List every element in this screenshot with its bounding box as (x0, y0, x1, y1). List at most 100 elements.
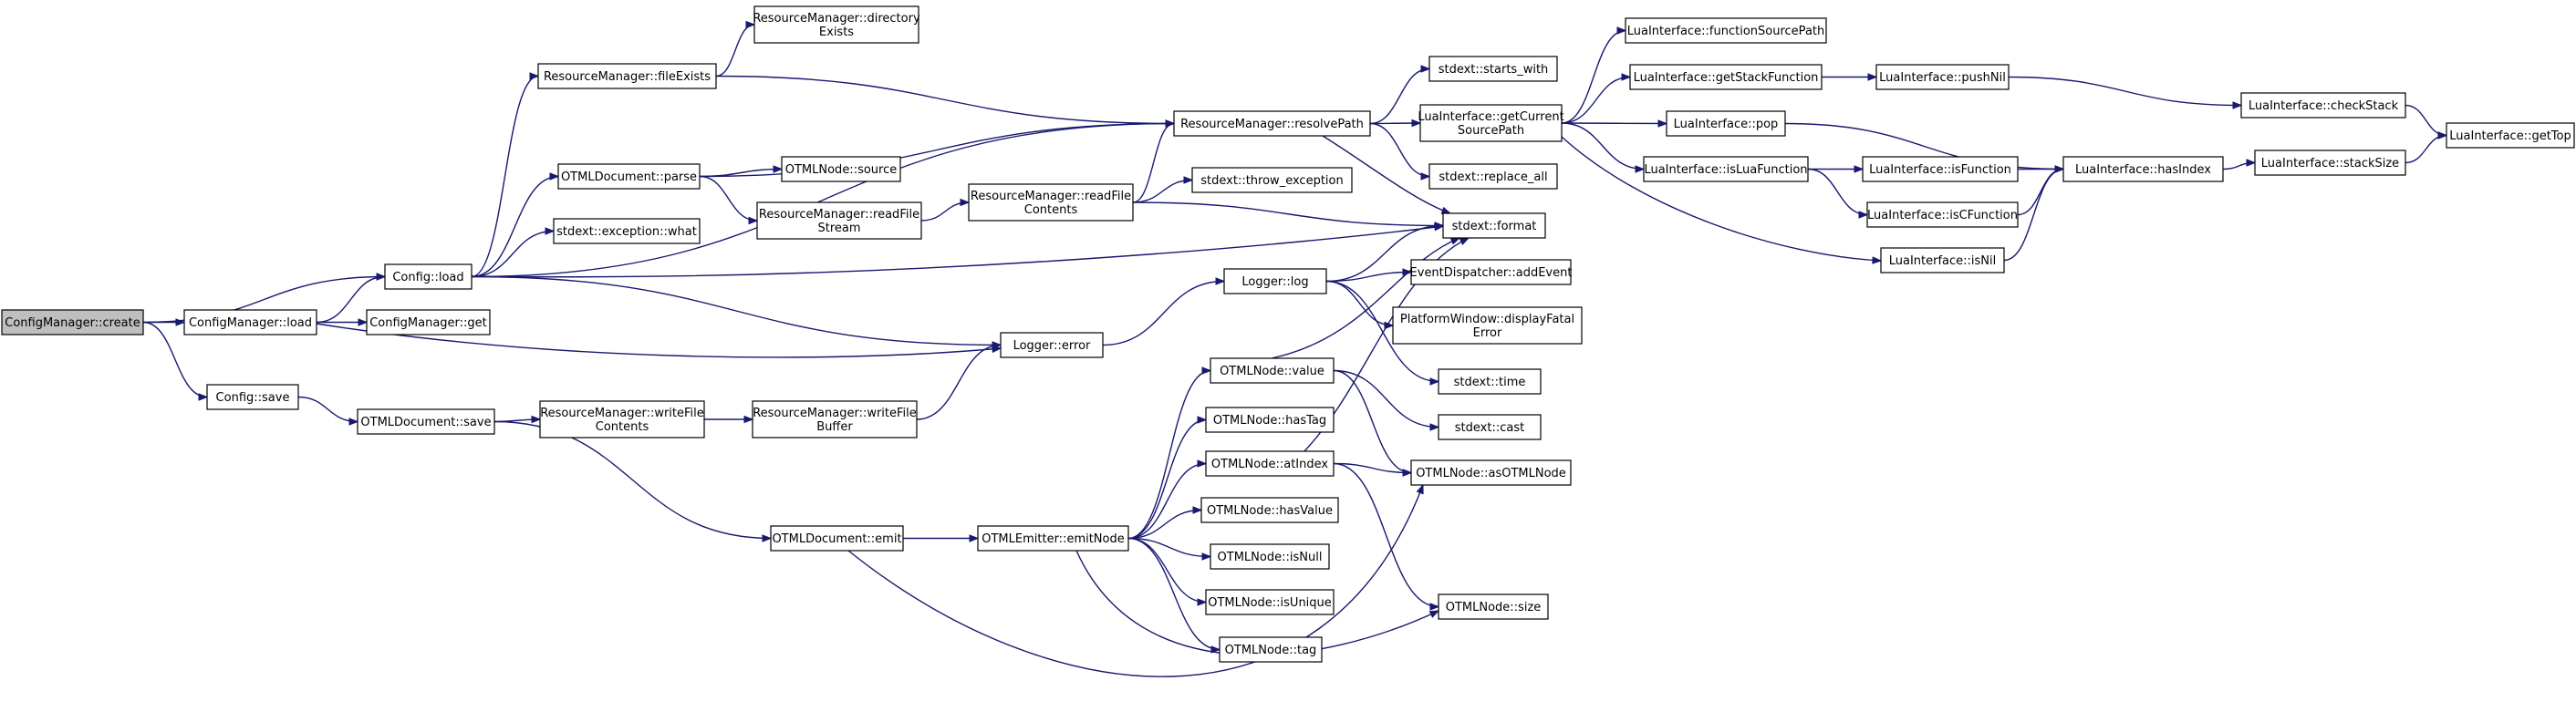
node-stdext-cast[interactable]: stdext::cast (1438, 414, 1542, 440)
node-label: OTMLNode::hasTag (1213, 414, 1326, 428)
node-otmlnode-hasvalue[interactable]: OTMLNode::hasValue (1200, 497, 1339, 523)
node-otmlnode-isunique[interactable]: OTMLNode::isUnique (1205, 589, 1335, 615)
node-rm-resolvepath[interactable]: ResourceManager::resolvePath (1173, 110, 1371, 137)
node-stdext-time[interactable]: stdext::time (1438, 368, 1542, 395)
edge-line (1127, 418, 1207, 540)
edge-line (1102, 280, 1225, 346)
node-otmlnode-value[interactable]: OTMLNode::value (1210, 357, 1335, 384)
edge-otmlemitter-emitnode-to-otmlnode-tag (1127, 537, 1221, 654)
edge-configmanager-load-to-config-load (316, 273, 387, 324)
node-lua-pop[interactable]: LuaInterface::pop (1666, 110, 1786, 137)
node-box (968, 183, 1134, 222)
node-lua-getstackfunction[interactable]: LuaInterface::getStackFunction (1629, 64, 1823, 90)
node-label: ResourceManager::readFile (759, 208, 919, 222)
edge-otmldoc-parse-to-rm-resolvepath (699, 119, 1176, 178)
node-stdext-starts-with[interactable]: stdext::starts_with (1428, 56, 1558, 82)
node-config-load[interactable]: Config::load (384, 263, 473, 290)
edge-arrowhead (1854, 165, 1864, 173)
node-otmlnode-isnull[interactable]: OTMLNode::isNull (1210, 543, 1330, 570)
node-otmlnode-atindex[interactable]: OTMLNode::atIndex (1205, 450, 1335, 477)
node-otmlnode-asotmlnode[interactable]: OTMLNode::asOTMLNode (1410, 459, 1572, 486)
edge-arrowhead (1429, 423, 1440, 431)
edge-line (2405, 104, 2447, 137)
edge-line (1132, 122, 1175, 203)
node-logger-error[interactable]: Logger::error (1000, 332, 1104, 358)
node-otmldoc-parse[interactable]: OTMLDocument::parse (557, 163, 701, 190)
node-otmlemitter-emitnode[interactable]: OTMLEmitter::emitNode (977, 525, 1129, 552)
edge-otmldoc-save-to-otmldoc-emit (493, 420, 773, 542)
node-box (206, 384, 299, 410)
node-label: LuaInterface::pop (1674, 118, 1779, 131)
node-stdext-format[interactable]: stdext::format (1442, 212, 1546, 239)
edge-arrowhead (1197, 416, 1208, 424)
edge-arrowhead (2232, 101, 2243, 109)
node-otmldoc-save[interactable]: OTMLDocument::save (357, 408, 495, 435)
node-stdext-throw-exception[interactable]: stdext::throw_exception (1191, 167, 1353, 193)
edge-arrowhead (1440, 206, 1452, 214)
node-config-save[interactable]: Config::save (206, 384, 299, 410)
node-configmanager-load[interactable]: ConfigManager::load (183, 309, 317, 335)
edge-lua-getcurrentsourcepath-to-lua-isluafunction (1561, 122, 1646, 173)
node-label: OTMLNode::hasValue (1207, 504, 1333, 518)
edge-arrowhead (348, 418, 359, 426)
node-lua-iscfunction[interactable]: LuaInterface::isCFunction (1866, 201, 2019, 228)
node-lua-hasindex[interactable]: LuaInterface::hasIndex (2062, 156, 2224, 182)
node-configmanager-get[interactable]: ConfigManager::get (366, 309, 491, 335)
edge-line (847, 484, 1424, 677)
edge-lua-stacksize-to-lua-gettop (2405, 131, 2448, 164)
edge-arrowhead (1201, 552, 1212, 561)
node-lua-stacksize[interactable]: LuaInterface::stackSize (2254, 150, 2406, 176)
edge-line (1561, 76, 1631, 124)
node-stdext-exception-what[interactable]: stdext::exception::what (553, 218, 701, 244)
edge-otmlemitter-emitnode-to-otmlnode-isunique (1127, 537, 1208, 606)
node-box (539, 400, 705, 439)
node-label: Contents (1024, 203, 1078, 217)
edge-arrowhead (1420, 172, 1431, 181)
edge-otmlemitter-emitnode-to-otmlnode-hasvalue (1127, 506, 1203, 540)
node-label: OTMLDocument::parse (561, 170, 697, 184)
node-lua-gettop[interactable]: LuaInterface::getTop (2446, 122, 2575, 149)
node-rm-fileexists[interactable]: ResourceManager::fileExists (537, 63, 717, 89)
node-lua-pushnil[interactable]: LuaInterface::pushNil (1875, 64, 2010, 90)
nodes-layer: ConfigManager::create ConfigManager::load… (1, 5, 2575, 663)
node-label: Stream (817, 222, 860, 235)
edge-line (1325, 224, 1444, 283)
edge-arrowhead (376, 273, 387, 281)
edge-line (142, 321, 208, 398)
edge-arrowhead (1867, 73, 1878, 81)
edge-otmlnode-value-to-stdext-format (1271, 237, 1461, 359)
edge-line (1127, 462, 1207, 540)
node-label: ConfigManager::get (369, 316, 487, 330)
node-otmldoc-emit[interactable]: OTMLDocument::emit (770, 525, 904, 552)
node-otmlnode-tag[interactable]: OTMLNode::tag (1219, 636, 1323, 663)
node-logger-log[interactable]: Logger::log (1223, 268, 1327, 294)
node-label: ResourceManager::readFile (971, 190, 1131, 203)
node-lua-checkstack[interactable]: LuaInterface::checkStack (2240, 92, 2406, 119)
node-lua-isluafunction[interactable]: LuaInterface::isLuaFunction (1643, 156, 1809, 182)
node-otmlnode-hastag[interactable]: OTMLNode::hasTag (1205, 407, 1335, 433)
edge-arrowhead (1192, 506, 1203, 514)
node-eventdispatcher-addevent[interactable]: EventDispatcher::addEvent (1410, 259, 1573, 285)
node-lua-isnil[interactable]: LuaInterface::isNil (1880, 247, 2005, 273)
edge-arrowhead (1621, 73, 1632, 81)
node-stdext-replace-all[interactable]: stdext::replace_all (1428, 163, 1558, 190)
edge-line (493, 420, 772, 540)
node-configmanager-create[interactable]: ConfigManager::create (1, 309, 144, 335)
edge-line (1561, 136, 1882, 262)
edge-arrowhead (1165, 119, 1176, 128)
edge-arrowhead (1657, 119, 1668, 128)
node-lua-isfunction[interactable]: LuaInterface::isFunction (1862, 156, 2019, 182)
node-lua-functionsourcepath[interactable]: LuaInterface::functionSourcePath (1625, 17, 1827, 44)
edge-line (1322, 135, 1451, 214)
node-label: stdext::starts_with (1439, 63, 1549, 77)
node-otmlnode-size[interactable]: OTMLNode::size (1438, 593, 1549, 620)
node-otmlnode-source[interactable]: OTMLNode::source (781, 156, 901, 182)
edge-arrowhead (1210, 645, 1221, 654)
